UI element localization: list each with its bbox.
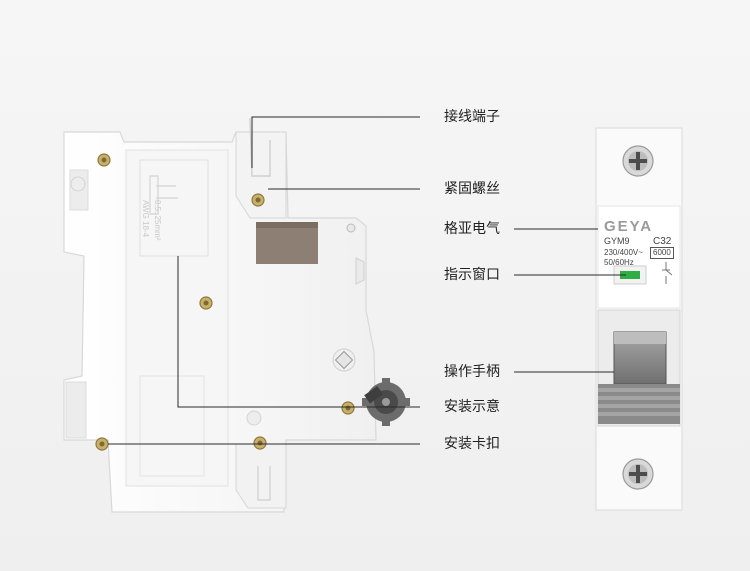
- handle-grip-icon: [598, 384, 680, 424]
- bottom-screw-icon: [622, 458, 654, 490]
- breaking-capacity-text: 6000: [650, 247, 674, 259]
- right-edge-detail: [355, 257, 365, 285]
- front-top-panel: [597, 205, 681, 309]
- pivot-square: [334, 350, 354, 370]
- leader-install: [177, 256, 420, 408]
- terminal-housing: [235, 131, 287, 219]
- callout-lines: [108, 116, 626, 445]
- frequency-text: 50/60Hz: [604, 258, 634, 267]
- left-notch-bottom: [65, 381, 87, 439]
- label-screw: 紧固螺丝: [444, 181, 500, 197]
- schematic-symbol-icon: [662, 262, 673, 284]
- label-clip: 安装卡扣: [444, 436, 500, 452]
- brand-logo: GEYA: [604, 218, 654, 235]
- awg-text: AWG 18-4: [141, 200, 150, 238]
- wire-spec-label-area: [139, 159, 209, 257]
- bottom-slot: [257, 466, 271, 501]
- screw-rivet: [251, 193, 265, 207]
- side-view: [63, 117, 410, 513]
- small-hole: [346, 223, 356, 233]
- screw-rivet: [199, 296, 213, 310]
- label-handle: 操作手柄: [444, 364, 500, 380]
- wire-icon: [149, 175, 178, 215]
- left-hole: [70, 176, 86, 192]
- terminal-slot: [249, 117, 271, 177]
- handle-lever-top: [614, 332, 666, 344]
- label-indicator: 指示窗口: [444, 267, 500, 283]
- indicator-window: [620, 271, 640, 279]
- screw-rivet: [97, 153, 111, 167]
- screw-rivet: [341, 401, 355, 415]
- curve-text: C32: [653, 236, 672, 247]
- leader-terminal: [251, 116, 420, 168]
- label-brand: 格亚电气: [444, 221, 500, 237]
- top-screw-icon: [622, 145, 654, 177]
- wire-spec-text: 0.5..25mm²: [153, 200, 162, 241]
- screw-rivet: [95, 437, 109, 451]
- label-terminal: 接线端子: [444, 109, 500, 125]
- lower-label-area: [139, 375, 205, 477]
- voltage-text: 230/400V~: [604, 248, 643, 257]
- model-text: GYM9: [604, 236, 630, 246]
- grey-block: [256, 222, 318, 264]
- screw-rivet: [253, 436, 267, 450]
- bottom-clip: [235, 443, 287, 509]
- front-view: [595, 127, 683, 511]
- gear-handle-icon: [362, 378, 410, 426]
- lower-hole: [246, 410, 262, 426]
- label-install-hint: 安装示意: [444, 399, 500, 415]
- side-inner-panel: [125, 149, 229, 487]
- grey-block-shadow: [256, 222, 318, 228]
